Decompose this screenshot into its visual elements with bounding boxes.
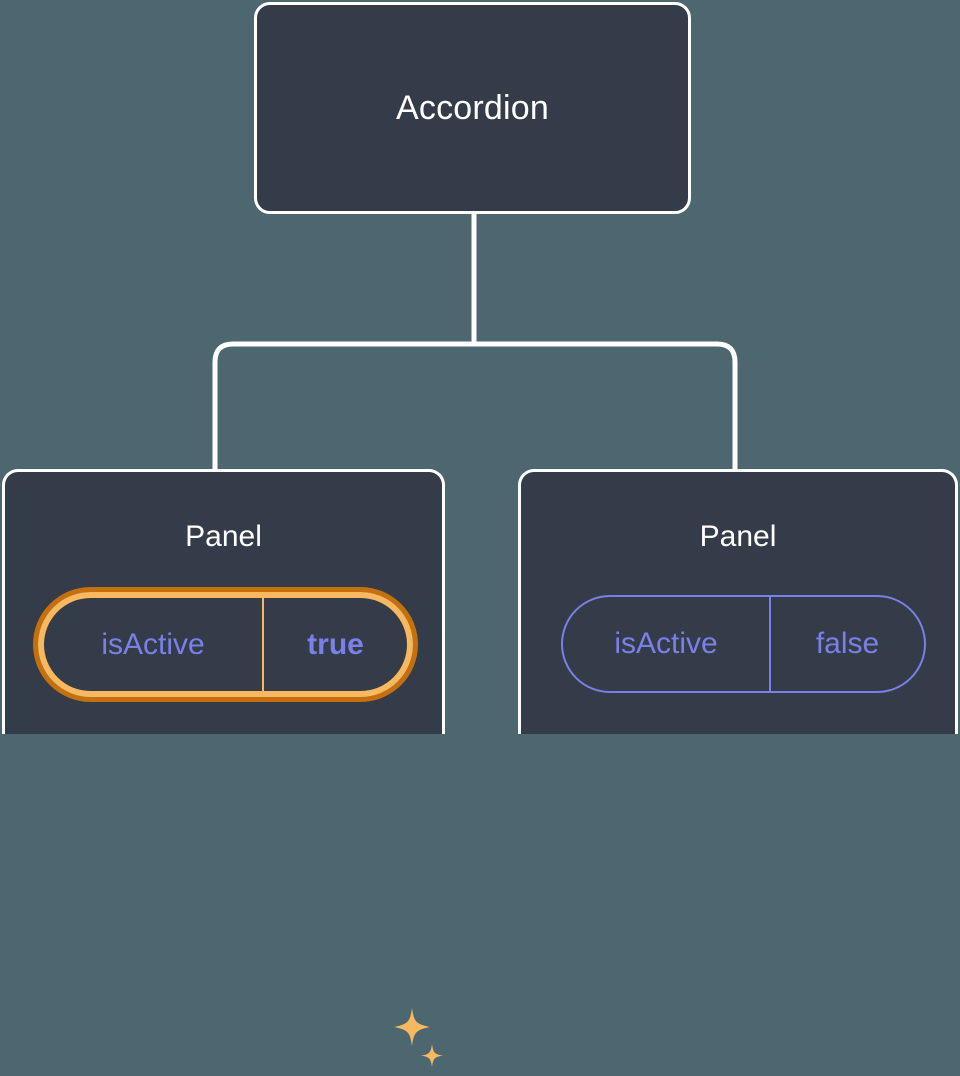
node-panel-active-label: Panel (185, 520, 262, 553)
prop-pill-isactive-false[interactable]: isActive false (561, 595, 926, 693)
sparkle-small-icon (421, 1044, 443, 1067)
sparkle-large-icon (394, 1008, 430, 1046)
prop-value-label: false (815, 627, 880, 660)
sparkle-group (394, 1008, 443, 1067)
prop-value-label: true (307, 627, 364, 661)
prop-pill-isactive-true[interactable]: isActive true (38, 592, 413, 697)
prop-key-label: isActive (44, 598, 264, 691)
prop-key-label: isActive (563, 597, 771, 691)
node-accordion[interactable]: Accordion (254, 2, 691, 214)
connector-edges (212, 214, 738, 469)
node-panel-inactive-label: Panel (699, 520, 777, 553)
node-accordion-label: Accordion (396, 89, 549, 127)
node-panel-active[interactable]: Panel isActive true (2, 469, 445, 1067)
edge-branch-bar (212, 341, 738, 469)
node-panel-inactive[interactable]: Panel isActive false (518, 469, 958, 734)
